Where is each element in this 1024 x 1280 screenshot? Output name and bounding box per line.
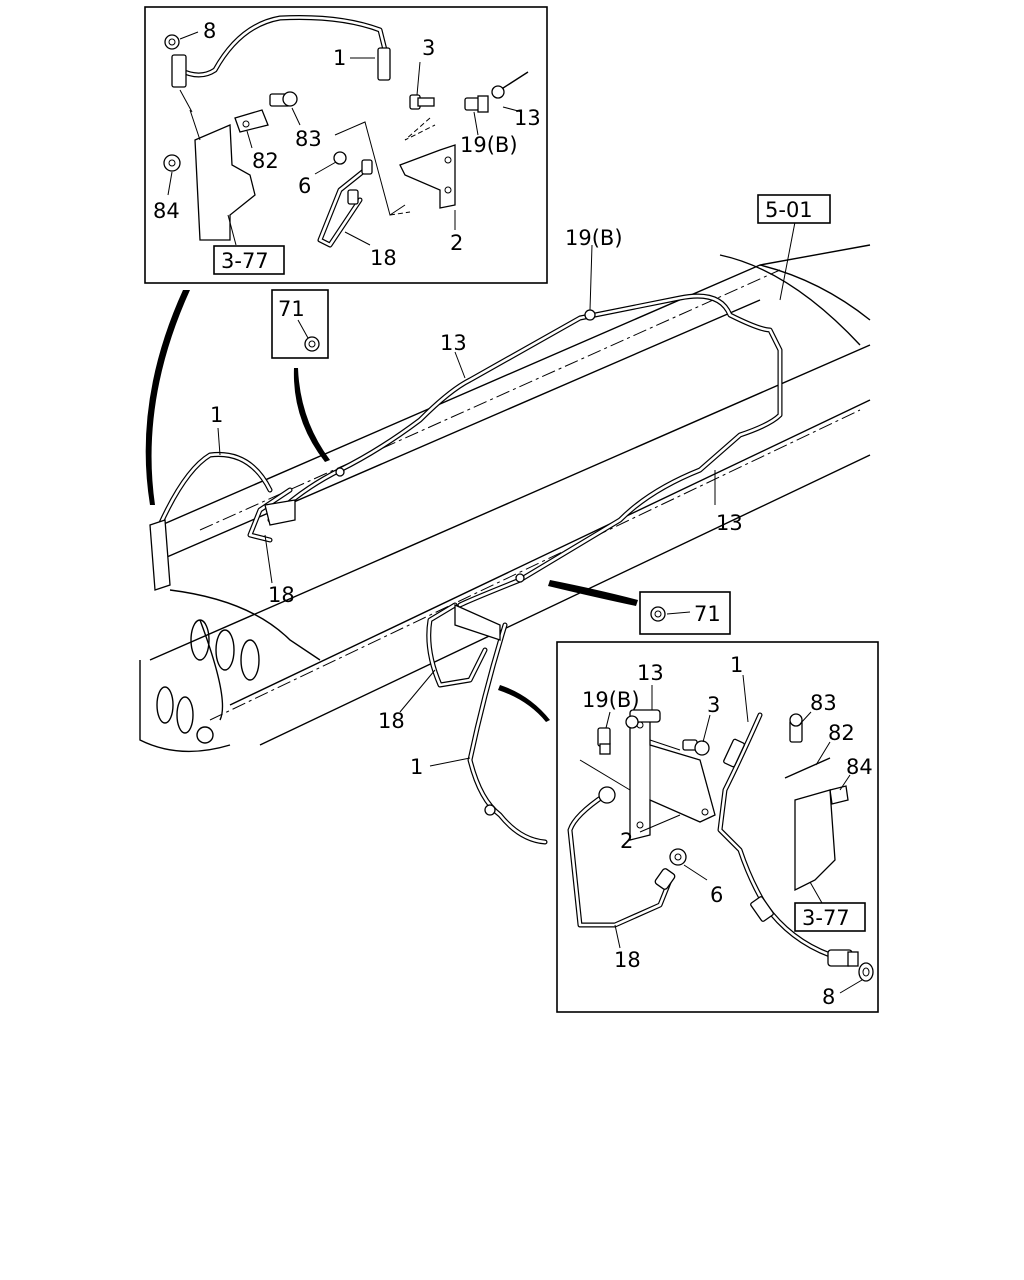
bottom-label-18: 18: [614, 948, 641, 972]
top-label-13: 13: [514, 106, 541, 130]
bottom-label-83: 83: [810, 691, 837, 715]
label-18-bottom: 18: [378, 709, 405, 733]
bottom-label-82: 82: [828, 721, 855, 745]
top-label-6: 6: [298, 174, 311, 198]
bottom-label-13: 13: [637, 661, 664, 685]
top-label-1: 1: [333, 46, 346, 70]
bottom-label-1: 1: [730, 653, 743, 677]
inset-bottom: 13 1 19(B) 3 83 82 84 2 6 18 8 3-77: [556, 641, 879, 1013]
top-label-18: 18: [370, 246, 397, 270]
top-label-2: 2: [450, 231, 463, 255]
ref-box-5-01: 5-01: [757, 194, 831, 224]
top-label-3: 3: [422, 36, 435, 60]
label-18-left: 18: [268, 583, 295, 607]
top-label-19b: 19(B): [460, 133, 518, 157]
main-brackets: [149, 309, 596, 816]
inset-leaders: [145, 290, 638, 722]
bottom-label-8: 8: [822, 985, 835, 1009]
callout-71-lower: 71: [639, 591, 731, 635]
bottom-ref-3-77: 3-77: [802, 906, 850, 930]
callout-71-lower-label: 71: [694, 602, 721, 626]
bottom-label-84: 84: [846, 755, 873, 779]
label-1-bottom: 1: [410, 755, 423, 779]
label-1-left: 1: [210, 403, 223, 427]
label-13-upper: 13: [440, 331, 467, 355]
top-ref-3-77: 3-77: [221, 249, 269, 273]
top-label-83: 83: [295, 127, 322, 151]
brake-pipe-main: [157, 293, 783, 845]
top-label-82: 82: [252, 149, 279, 173]
bottom-label-19b: 19(B): [582, 688, 640, 712]
bottom-label-2: 2: [620, 829, 633, 853]
label-19b-main: 19(B): [565, 226, 623, 250]
callout-71-upper-label: 71: [278, 297, 305, 321]
ref-5-01-label: 5-01: [765, 198, 813, 222]
label-13-lower: 13: [716, 511, 743, 535]
bottom-label-6: 6: [710, 883, 723, 907]
callout-71-upper: 71: [271, 289, 329, 359]
top-label-84: 84: [153, 199, 180, 223]
main-leader-lines: [217, 221, 796, 767]
inset-top: 8 1 3 13 19(B) 83 82 84 6 18 2 3-77: [144, 6, 548, 284]
top-label-8: 8: [203, 19, 216, 43]
bottom-label-3: 3: [707, 693, 720, 717]
